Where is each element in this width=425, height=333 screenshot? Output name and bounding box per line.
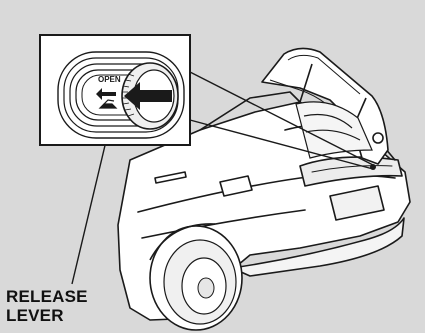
- label-line-1: RELEASE: [6, 287, 88, 306]
- lever-open-marking: OPEN: [98, 75, 121, 84]
- release-lever-label: RELEASE LEVER: [6, 287, 88, 325]
- rear-wheel: [150, 224, 242, 330]
- detail-inset: OPEN: [40, 35, 190, 145]
- label-line-2: LEVER: [6, 306, 88, 325]
